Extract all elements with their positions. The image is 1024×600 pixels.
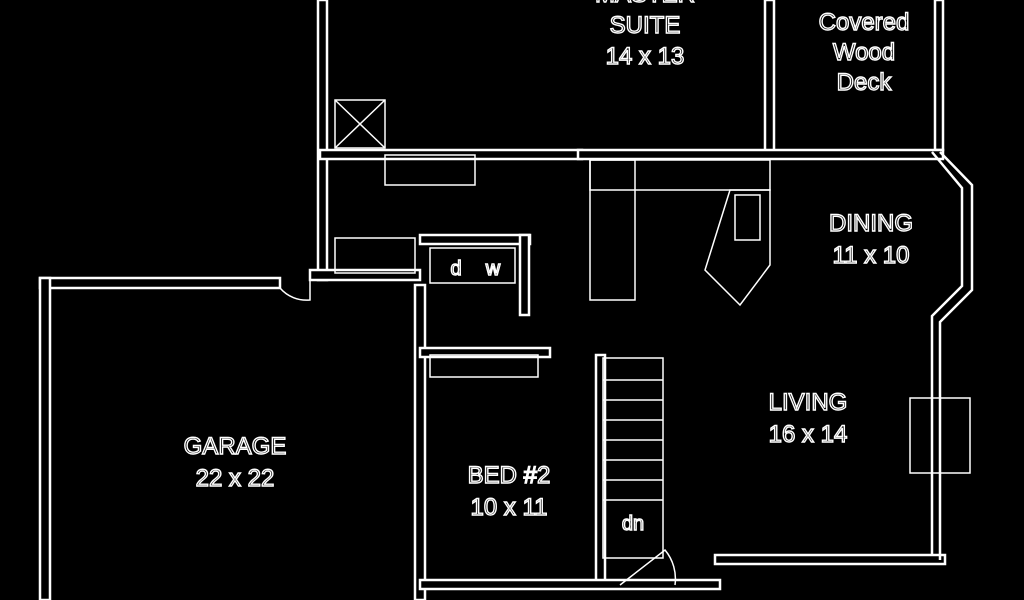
room-labels: MASTER SUITE 14 x 13 Covered Wood Deck D…	[183, 0, 914, 536]
wall-master-east	[763, 0, 776, 160]
wall-laundry-north	[418, 233, 532, 246]
stair-treads	[603, 379, 663, 501]
wall-garage-east	[413, 283, 427, 600]
bed2-size: 10 x 11	[471, 494, 548, 521]
walls	[38, 0, 974, 600]
kitchen-island	[704, 189, 771, 307]
garage-size: 22 x 22	[196, 465, 275, 492]
deck-label-1: Covered	[819, 9, 910, 36]
washer-dryer	[429, 247, 516, 284]
kitchen-counter-left	[589, 159, 636, 301]
shower	[334, 99, 386, 149]
master-suite-name-2: SUITE	[610, 12, 681, 39]
bathtub	[334, 237, 416, 274]
stairs-down-label: dn	[622, 513, 644, 535]
wall-bath-west	[316, 0, 329, 282]
entry-door-swing	[619, 548, 677, 586]
bath-vanity	[384, 154, 476, 186]
deck-label-2: Wood	[833, 39, 895, 66]
bed2-name: BED #2	[468, 462, 551, 489]
living-name: LIVING	[769, 389, 848, 416]
wall-kitchen-north	[576, 148, 945, 161]
garage-door-swing	[279, 280, 311, 301]
dining-size: 11 x 10	[833, 242, 910, 269]
wall-garage-north-2	[308, 268, 422, 282]
wall-garage-west	[38, 276, 52, 600]
deck-rail	[933, 0, 945, 152]
fireplace	[909, 397, 971, 474]
kitchen-sink	[734, 194, 761, 241]
wall-bed-north	[418, 346, 552, 359]
master-suite-size: 14 x 13	[606, 43, 685, 70]
dining-bay-inner	[930, 151, 964, 556]
wall-living-south	[713, 553, 947, 566]
dining-name: DINING	[829, 210, 913, 237]
master-suite-name-1: MASTER	[595, 0, 695, 8]
wall-garage-north	[38, 276, 282, 290]
living-size: 16 x 14	[769, 421, 848, 448]
wall-laundry-east	[518, 233, 531, 317]
deck-label-3: Deck	[837, 69, 893, 96]
fixtures	[279, 99, 971, 586]
stairs	[602, 357, 664, 559]
washer-label: w	[485, 258, 501, 280]
garage-name: GARAGE	[184, 433, 287, 460]
kitchen-counter-top	[589, 159, 771, 191]
dining-bay-window	[938, 151, 974, 560]
dryer-label: d	[450, 258, 461, 280]
wall-bed-south	[418, 578, 722, 591]
bed-closet-shelf	[429, 354, 539, 378]
